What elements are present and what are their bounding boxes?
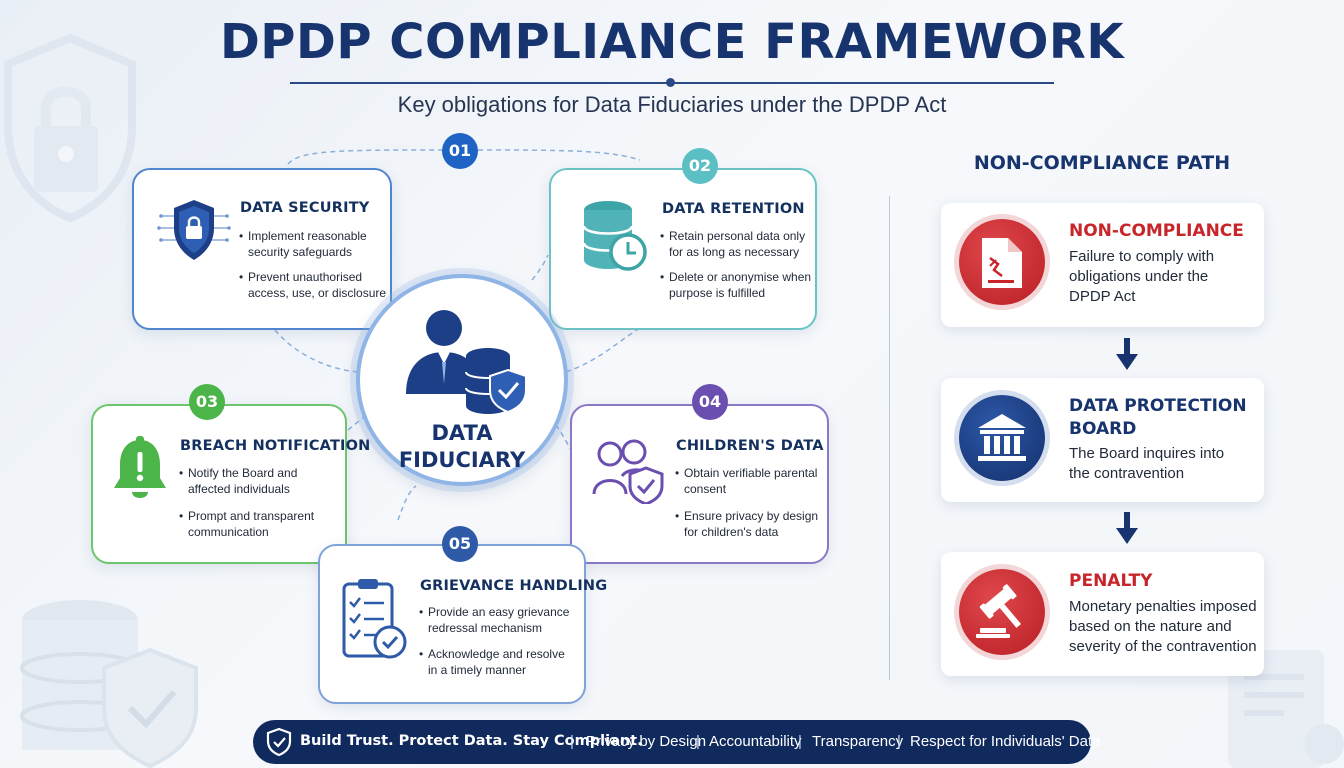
step-title-non-compliance: NON-COMPLIANCE: [1069, 221, 1244, 241]
background-database-shield-icon: [20, 600, 198, 768]
footer-separator: |: [798, 733, 802, 750]
alert-bell-icon: [114, 436, 166, 498]
background-clipboard-icon: [1228, 650, 1344, 768]
footer-item-transparency: Transparency: [812, 733, 904, 750]
footer-separator: |: [570, 733, 574, 750]
footer-separator: |: [897, 733, 901, 750]
step-title-penalty: PENALTY: [1069, 571, 1153, 591]
badge-01: 01: [442, 133, 478, 169]
column-divider: [889, 196, 890, 680]
arrow-down-icon: [1116, 338, 1138, 370]
footer-item-respect-for-individuals-data: Respect for Individuals' Data: [910, 733, 1101, 750]
card-title-data-security: DATA SECURITY: [240, 200, 370, 216]
step-text: The Board inquires into the contraventio…: [1069, 445, 1225, 482]
card-title-breach-notification: BREACH NOTIFICATION: [180, 438, 371, 454]
footer-tagline: Build Trust. Protect Data. Stay Complian…: [300, 733, 643, 749]
step-circle: [959, 395, 1045, 481]
page-title: DPDP COMPLIANCE FRAMEWORK: [219, 14, 1125, 70]
page-subtitle: Key obligations for Data Fiduciaries und…: [397, 92, 947, 117]
title-underline-dot: [666, 78, 675, 87]
footer-banner: [253, 720, 1091, 764]
badge-04: 04: [692, 384, 728, 420]
children-shield-icon: [592, 439, 664, 504]
step-circle: [959, 569, 1045, 655]
non-compliance-path-title: NON-COMPLIANCE PATH: [973, 152, 1231, 174]
shield-check-icon: [266, 727, 292, 757]
gavel-icon: [976, 584, 1022, 638]
footer-item-accountability: Accountability: [709, 733, 802, 750]
arrow-down-icon: [1116, 512, 1138, 544]
footer-separator: |: [696, 733, 700, 750]
card-title-childrens-data: CHILDREN'S DATA: [676, 438, 824, 454]
badge-05: 05: [442, 526, 478, 562]
footer-item-privacy-by-design: Privacy by Design: [586, 733, 707, 750]
card-title-data-retention: DATA RETENTION: [662, 201, 805, 217]
badge-02: 02: [682, 148, 718, 184]
courthouse-icon: [978, 414, 1026, 461]
badge-03: 03: [189, 384, 225, 420]
broken-document-icon: [982, 238, 1022, 288]
database-clock-icon: [582, 201, 647, 271]
shield-lock-icon: [157, 200, 231, 260]
background-shield-lock-icon: [3, 33, 136, 223]
hub-label: DATA FIDUCIARY: [398, 421, 526, 472]
clipboard-check-icon: [342, 579, 407, 659]
person-database-shield-icon: [406, 310, 527, 414]
step-title-data-protection-board: DATA PROTECTION BOARD: [1069, 396, 1247, 439]
step-text: Monetary penalties imposed based on the …: [1069, 598, 1257, 655]
card-title-grievance-handling: GRIEVANCE HANDLING: [420, 578, 608, 594]
step-text: Failure to comply with obligations under…: [1069, 248, 1215, 305]
